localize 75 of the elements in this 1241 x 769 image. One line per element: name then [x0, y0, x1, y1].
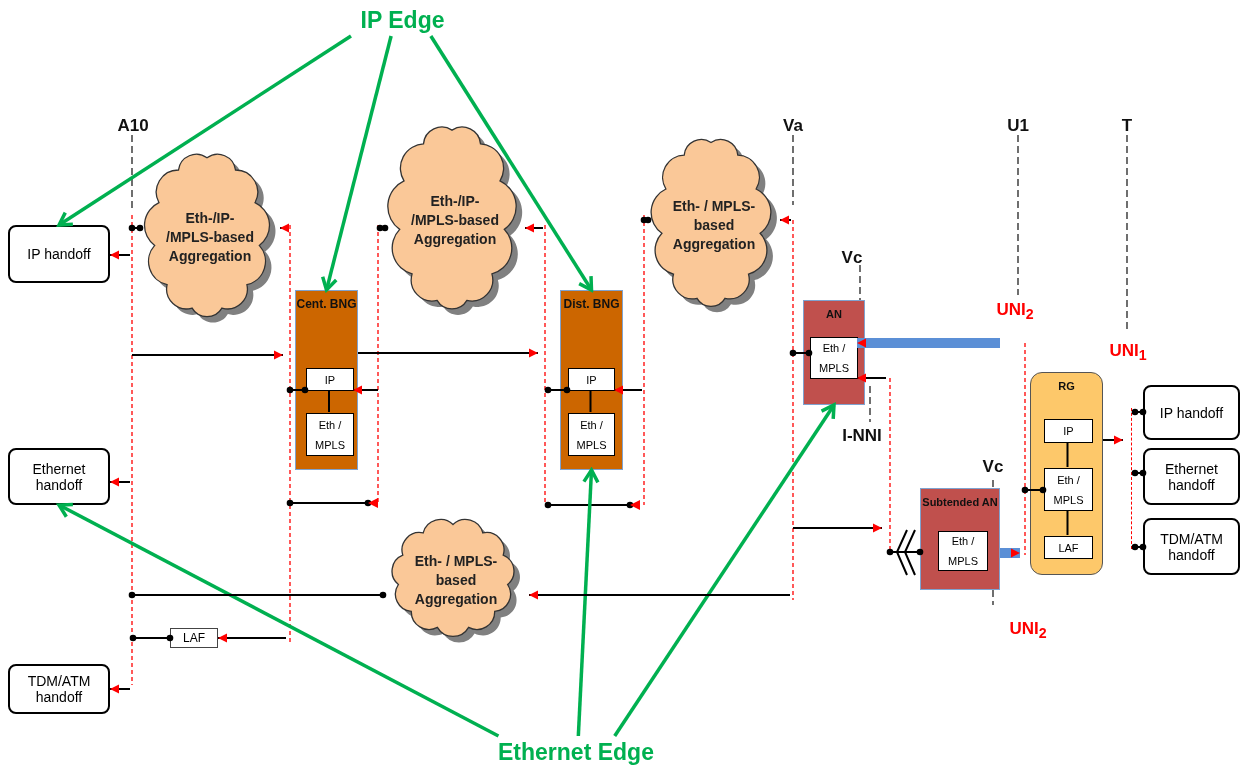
- handoff-box: TDM/ATM handoff: [1143, 518, 1240, 575]
- function-box: LAF: [170, 628, 218, 648]
- protocol-box: Eth / MPLS: [938, 531, 988, 571]
- reference-point-label: Vc: [982, 457, 1004, 477]
- connection-line: [1021, 486, 1047, 494]
- reference-point-label: T: [1121, 116, 1133, 136]
- connection-line: [109, 477, 131, 487]
- device-box: [920, 488, 1000, 590]
- protocol-box: IP: [1044, 419, 1093, 443]
- connection-line: [1131, 543, 1147, 551]
- connection-line: [1131, 408, 1147, 416]
- arrow: [320, 35, 393, 292]
- handoff-box: IP handoff: [8, 225, 110, 283]
- device-box: [1030, 372, 1103, 575]
- arrow: [576, 468, 600, 737]
- callout-text: IP Edge: [330, 4, 475, 36]
- connection-line: [524, 223, 544, 233]
- connection-line: [217, 633, 287, 643]
- arrow: [429, 35, 594, 292]
- link-bar: [1000, 548, 1020, 558]
- connection-line: [528, 590, 791, 600]
- device-box: [560, 290, 623, 470]
- device-box: [295, 290, 358, 470]
- link-bar: [857, 338, 1000, 348]
- connection-line: [286, 386, 309, 394]
- reference-point-label: A10: [117, 116, 149, 136]
- connection-line: [352, 385, 379, 395]
- bus-line: [1131, 408, 1135, 549]
- interface-label: UNI$_{2}$: [1009, 618, 1047, 642]
- handoff-box: TDM/ATM handoff: [8, 664, 110, 714]
- protocol-box: LAF: [1044, 536, 1093, 559]
- protocol-box: Eth / MPLS: [568, 413, 615, 456]
- connection-line: [886, 548, 924, 556]
- connection-line: [792, 523, 883, 533]
- device-title: Dist. BNG: [562, 297, 621, 311]
- arrow: [57, 34, 352, 227]
- reference-point-label: Vc: [841, 248, 863, 268]
- connection-line: [128, 591, 387, 599]
- connection-line: [856, 373, 887, 383]
- interface-label: UNI$_{2}$: [996, 299, 1034, 323]
- protocol-box: IP: [306, 368, 354, 391]
- protocol-box: Eth / MPLS: [1044, 468, 1093, 511]
- device-title: AN: [825, 307, 843, 321]
- device-title: Cent. BNG: [296, 297, 357, 311]
- connection-line: [109, 250, 131, 260]
- connection-line: [1131, 469, 1147, 477]
- connection-line: [357, 348, 539, 358]
- connection-line: [129, 634, 174, 642]
- callout-text: Ethernet Edge: [480, 736, 672, 768]
- interface-label: UNI$_{1}$: [1109, 340, 1147, 364]
- connection-line: [279, 223, 289, 233]
- connection-line: [128, 224, 144, 232]
- device-title: RG: [1057, 379, 1076, 393]
- arrow: [613, 403, 836, 737]
- handoff-box: IP handoff: [1143, 385, 1240, 440]
- protocol-box: IP: [568, 368, 615, 391]
- connection-line: [613, 385, 643, 395]
- device-box: [803, 300, 865, 405]
- device-title: Subtended AN: [921, 495, 999, 509]
- connection-line: [640, 216, 652, 224]
- connection-line: [779, 215, 792, 225]
- arrow: [57, 502, 500, 738]
- protocol-box: Eth / MPLS: [306, 413, 354, 456]
- reference-point-label: Va: [783, 116, 803, 136]
- connection-line: [789, 349, 813, 357]
- connection-line: [544, 386, 571, 394]
- handoff-box: Ethernet handoff: [1143, 448, 1240, 505]
- protocol-box: Eth / MPLS: [810, 337, 858, 379]
- reference-point-label: I-NNI: [842, 426, 882, 446]
- reference-point-label: U1: [1007, 116, 1029, 136]
- connection-line: [376, 224, 389, 232]
- connection-line: [109, 684, 131, 694]
- handoff-box: Ethernet handoff: [8, 448, 110, 505]
- connection-line: [131, 350, 284, 360]
- connection-line: [1102, 435, 1124, 445]
